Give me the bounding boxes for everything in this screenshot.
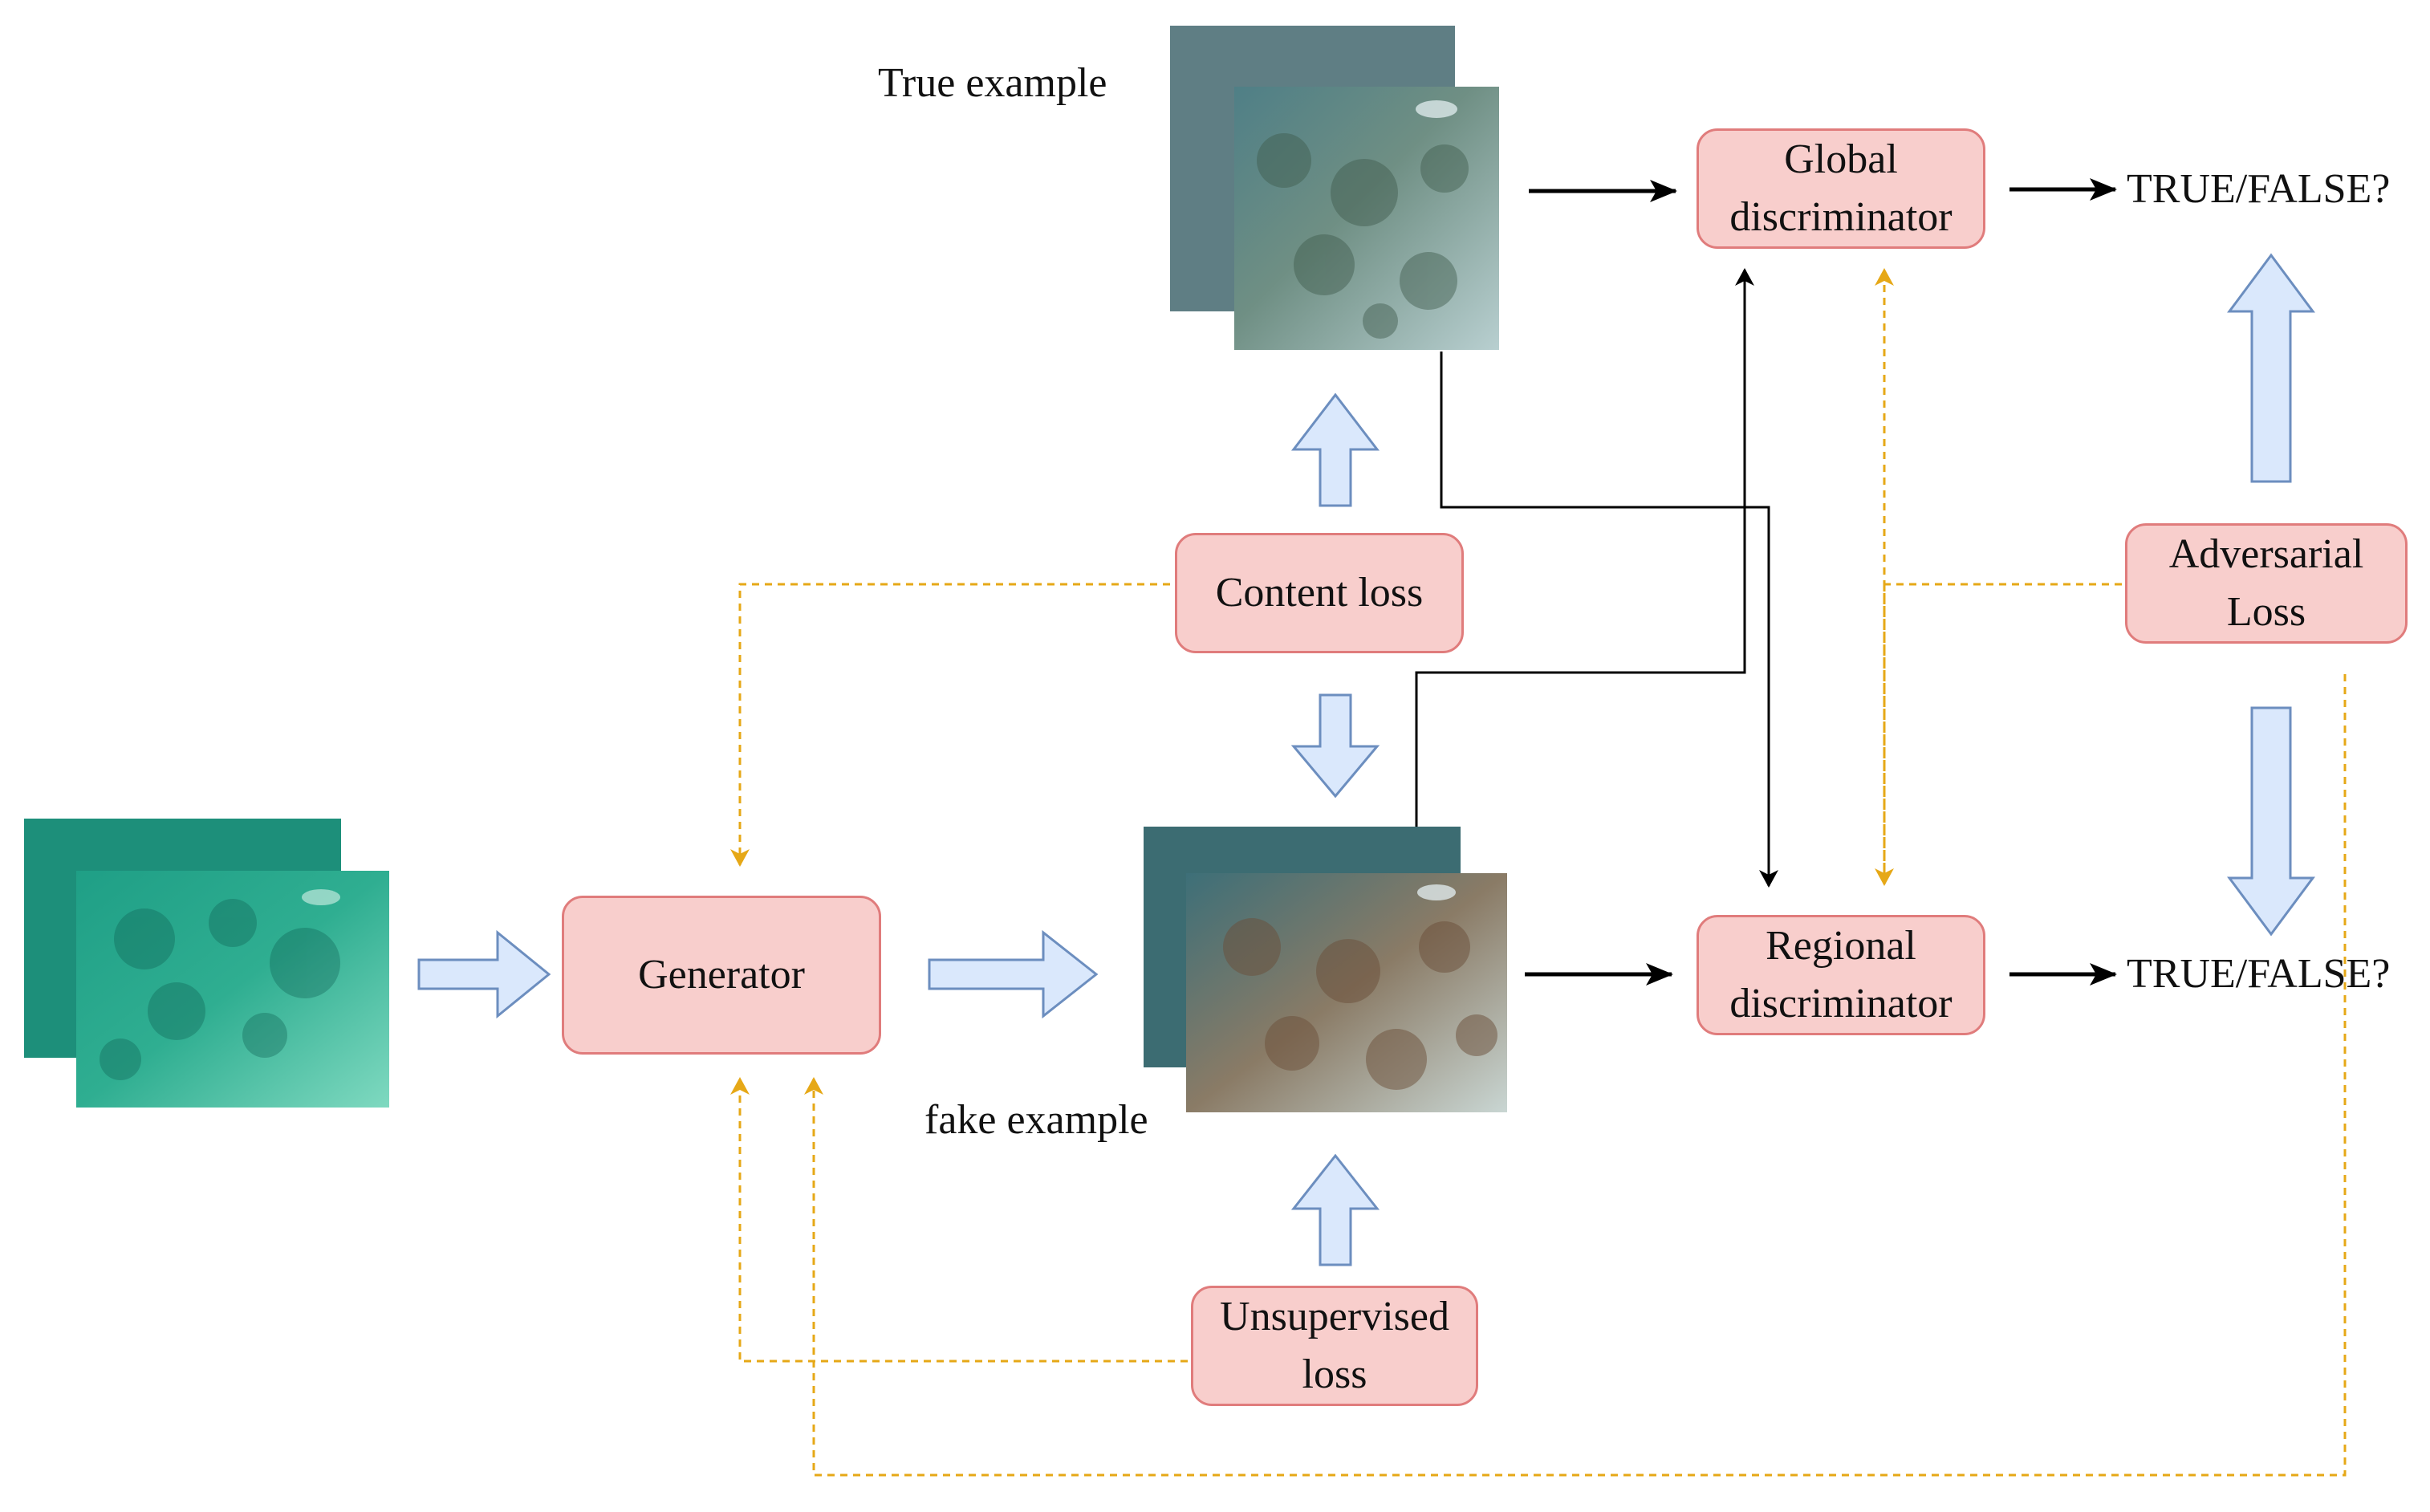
block-arrow-content-to-true xyxy=(1290,392,1380,507)
connector-true-to-regional xyxy=(1440,352,1778,888)
adversarial-loss-box: Adversarial Loss xyxy=(2125,523,2408,644)
generator-label: Generator xyxy=(638,952,805,998)
loss-feedback-lines xyxy=(730,268,2347,1477)
regional-output-label: TRUE/FALSE? xyxy=(2127,951,2391,997)
unsupervised-loss-label-line2: loss xyxy=(1302,1351,1367,1397)
global-output-label: TRUE/FALSE? xyxy=(2127,166,2391,212)
true-example-label: True example xyxy=(878,60,1107,106)
flow-arrows xyxy=(1525,178,2117,986)
dashed-unsupervised-to-generator xyxy=(730,1077,1188,1363)
unsupervised-loss-label-line1: Unsupervised xyxy=(1220,1294,1449,1340)
content-loss-label: Content loss xyxy=(1215,570,1424,616)
connector-fake-to-global xyxy=(1415,268,1754,827)
dashed-content-to-generator xyxy=(730,583,1170,867)
fake-example-label: fake example xyxy=(924,1097,1148,1143)
block-arrow-content-to-fake xyxy=(1290,693,1380,799)
content-loss-box: Content loss xyxy=(1175,533,1464,653)
fake-example-image-stack xyxy=(1144,827,1507,1112)
unsupervised-loss-box: Unsupervised loss xyxy=(1191,1286,1478,1406)
adversarial-loss-label-line1: Adversarial xyxy=(2168,531,2364,578)
adversarial-loss-label-line2: Loss xyxy=(2226,589,2306,635)
true-example-image-stack xyxy=(1170,26,1499,350)
block-arrow-adversarial-up xyxy=(2227,253,2315,483)
block-arrow-generator-to-fake xyxy=(928,929,1099,1019)
global-discriminator-label-line1: Global xyxy=(1784,136,1898,183)
block-arrows xyxy=(417,253,2315,1266)
cross-connectors xyxy=(1415,268,1778,888)
block-arrow-input-to-generator xyxy=(417,929,551,1019)
regional-discriminator-label-line2: discriminator xyxy=(1729,981,1953,1026)
global-discriminator-box: Global discriminator xyxy=(1697,128,1985,249)
dashed-adversarial-to-generator xyxy=(804,674,2347,1477)
regional-discriminator-label-line1: Regional xyxy=(1766,923,1916,969)
global-discriminator-label-line2: discriminator xyxy=(1729,194,1953,240)
generator-box: Generator xyxy=(562,896,881,1055)
regional-discriminator-box: Regional discriminator xyxy=(1697,915,1985,1035)
block-arrow-unsupervised-to-fake xyxy=(1290,1153,1380,1266)
block-arrow-adversarial-down xyxy=(2227,706,2315,937)
input-image-stack xyxy=(24,819,389,1108)
